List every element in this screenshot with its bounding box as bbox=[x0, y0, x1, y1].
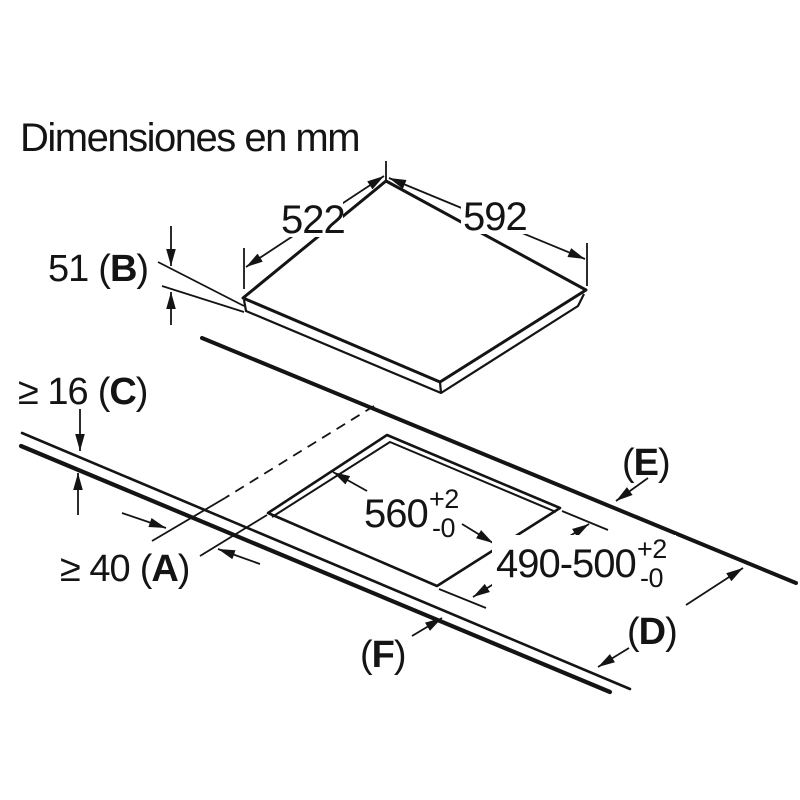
cutout-width-arrow-right bbox=[461, 523, 494, 544]
cutout-depth-value: 490-500 bbox=[496, 542, 636, 586]
cooktop-depth-value: 522 bbox=[281, 198, 345, 242]
dim-cutout-width: 560 +2 -0 bbox=[332, 471, 494, 544]
cutout-corner-extension-line bbox=[199, 514, 268, 557]
worktop-depth-label: (D) bbox=[627, 611, 677, 653]
dim-cutout-depth: 490-500 +2 -0 bbox=[438, 510, 676, 609]
side-clearance-label: ≥ 40(A) bbox=[60, 548, 189, 590]
cooktop-front-corner-edge bbox=[438, 381, 443, 394]
front-edge-label: (F) bbox=[360, 634, 406, 676]
clearance-arrow-left bbox=[121, 512, 167, 529]
cutout-outline bbox=[266, 433, 562, 588]
rear-edge-label: (E) bbox=[622, 442, 670, 484]
side-extension-line bbox=[151, 497, 226, 542]
clearance-arrow-right bbox=[217, 548, 261, 565]
hidden-side-line bbox=[224, 405, 375, 499]
label-mask bbox=[492, 535, 676, 587]
label-mask bbox=[279, 199, 343, 237]
depth-arrow-up bbox=[685, 567, 744, 606]
label-rear-edge: (E) bbox=[615, 442, 671, 502]
front-edge-arrow bbox=[411, 617, 443, 637]
worktop-front-bottom-edge bbox=[18, 443, 613, 695]
cutout-depth-tol-minus: -0 bbox=[640, 563, 663, 593]
page-title: Dimensiones en mm bbox=[20, 116, 359, 160]
rear-edge-arrow bbox=[615, 477, 649, 502]
cutout-depth-tol-plus: +2 bbox=[637, 534, 667, 564]
extension-line-bottom-corner bbox=[438, 588, 487, 609]
cutout-width-tol-plus: +2 bbox=[429, 484, 459, 514]
cutout-width-arrow-left bbox=[332, 471, 368, 492]
label-mask bbox=[461, 197, 527, 234]
worktop-rear-edge bbox=[200, 336, 798, 585]
height-leader-top bbox=[157, 261, 245, 307]
extension-line-right-corner bbox=[561, 510, 609, 531]
label-worktop-depth: (D) bbox=[597, 567, 744, 668]
dim-cooktop-width: 592 bbox=[388, 177, 588, 286]
cutout-width-value: 560 bbox=[364, 492, 428, 536]
worktop-front-top-edge bbox=[20, 431, 632, 691]
cooktop-width-value: 592 bbox=[463, 195, 527, 239]
depth-arrow-down bbox=[597, 647, 630, 668]
cutout-opening bbox=[266, 433, 562, 588]
cutout-width-tol-minus: -0 bbox=[432, 513, 455, 543]
worktop-outline bbox=[18, 336, 798, 695]
cooktop-height-label: 51(B) bbox=[48, 248, 148, 290]
label-front-edge: (F) bbox=[360, 617, 443, 676]
dim-cooktop-depth: 522 bbox=[243, 161, 387, 289]
dim-cooktop-height: 51(B) bbox=[48, 226, 245, 325]
dim-worktop-thickness: ≥ 16(C) bbox=[18, 371, 148, 515]
dim-side-clearance: ≥ 40(A) bbox=[60, 405, 375, 590]
cutout-inner-edge bbox=[271, 441, 557, 518]
height-leader-bottom bbox=[161, 285, 245, 313]
thickness-label: ≥ 16(C) bbox=[18, 371, 147, 413]
